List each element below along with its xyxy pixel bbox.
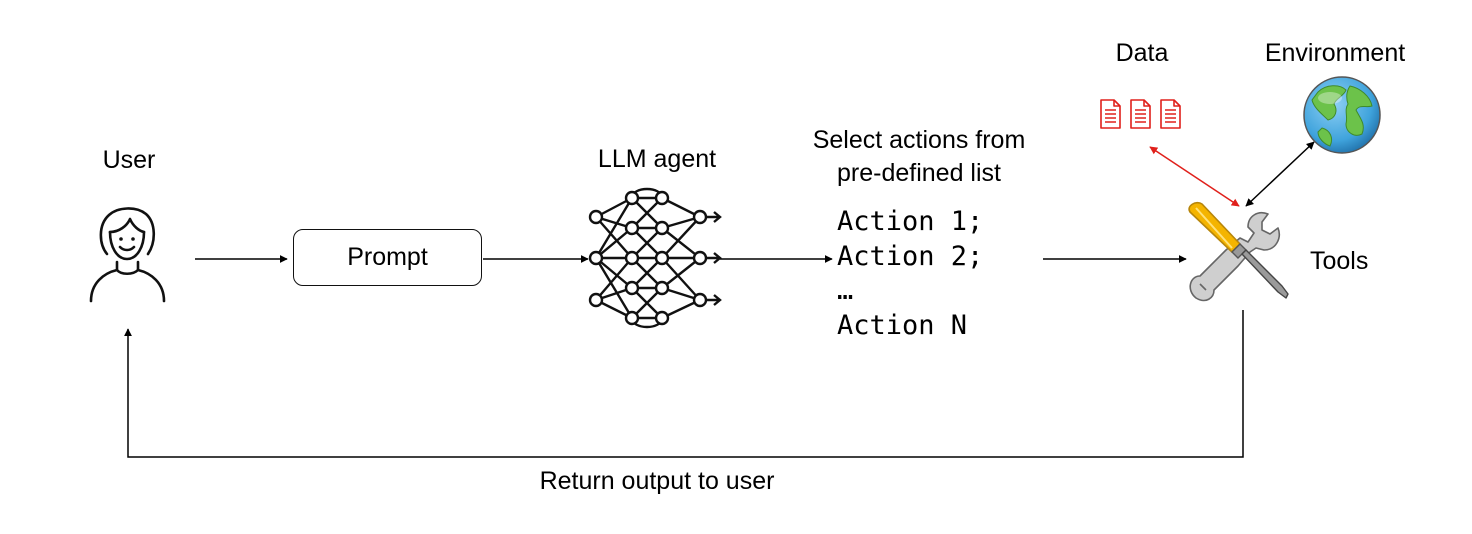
return-output-label: Return output to user — [539, 467, 775, 495]
action-item: Action 2; — [837, 240, 984, 272]
actions-heading: Select actions from pre-defined list — [812, 126, 1026, 187]
prompt-label: Prompt — [347, 243, 428, 271]
user-label: User — [102, 146, 156, 174]
actions-list: Action 1; Action 2; … Action N — [837, 205, 983, 343]
llm-agent-label: LLM agent — [597, 145, 717, 173]
data-label: Data — [1115, 39, 1169, 67]
tools-label: Tools — [1310, 247, 1369, 275]
action-item: Action 1; — [837, 206, 984, 237]
edge-tools-environment — [1245, 141, 1315, 207]
action-item: … — [837, 275, 854, 306]
edge-return-to-user — [124, 310, 1244, 458]
environment-label: Environment — [1264, 39, 1406, 67]
action-item: Action N — [837, 309, 968, 341]
prompt-box: Prompt — [293, 229, 482, 286]
edge-tools-data — [1149, 146, 1240, 207]
